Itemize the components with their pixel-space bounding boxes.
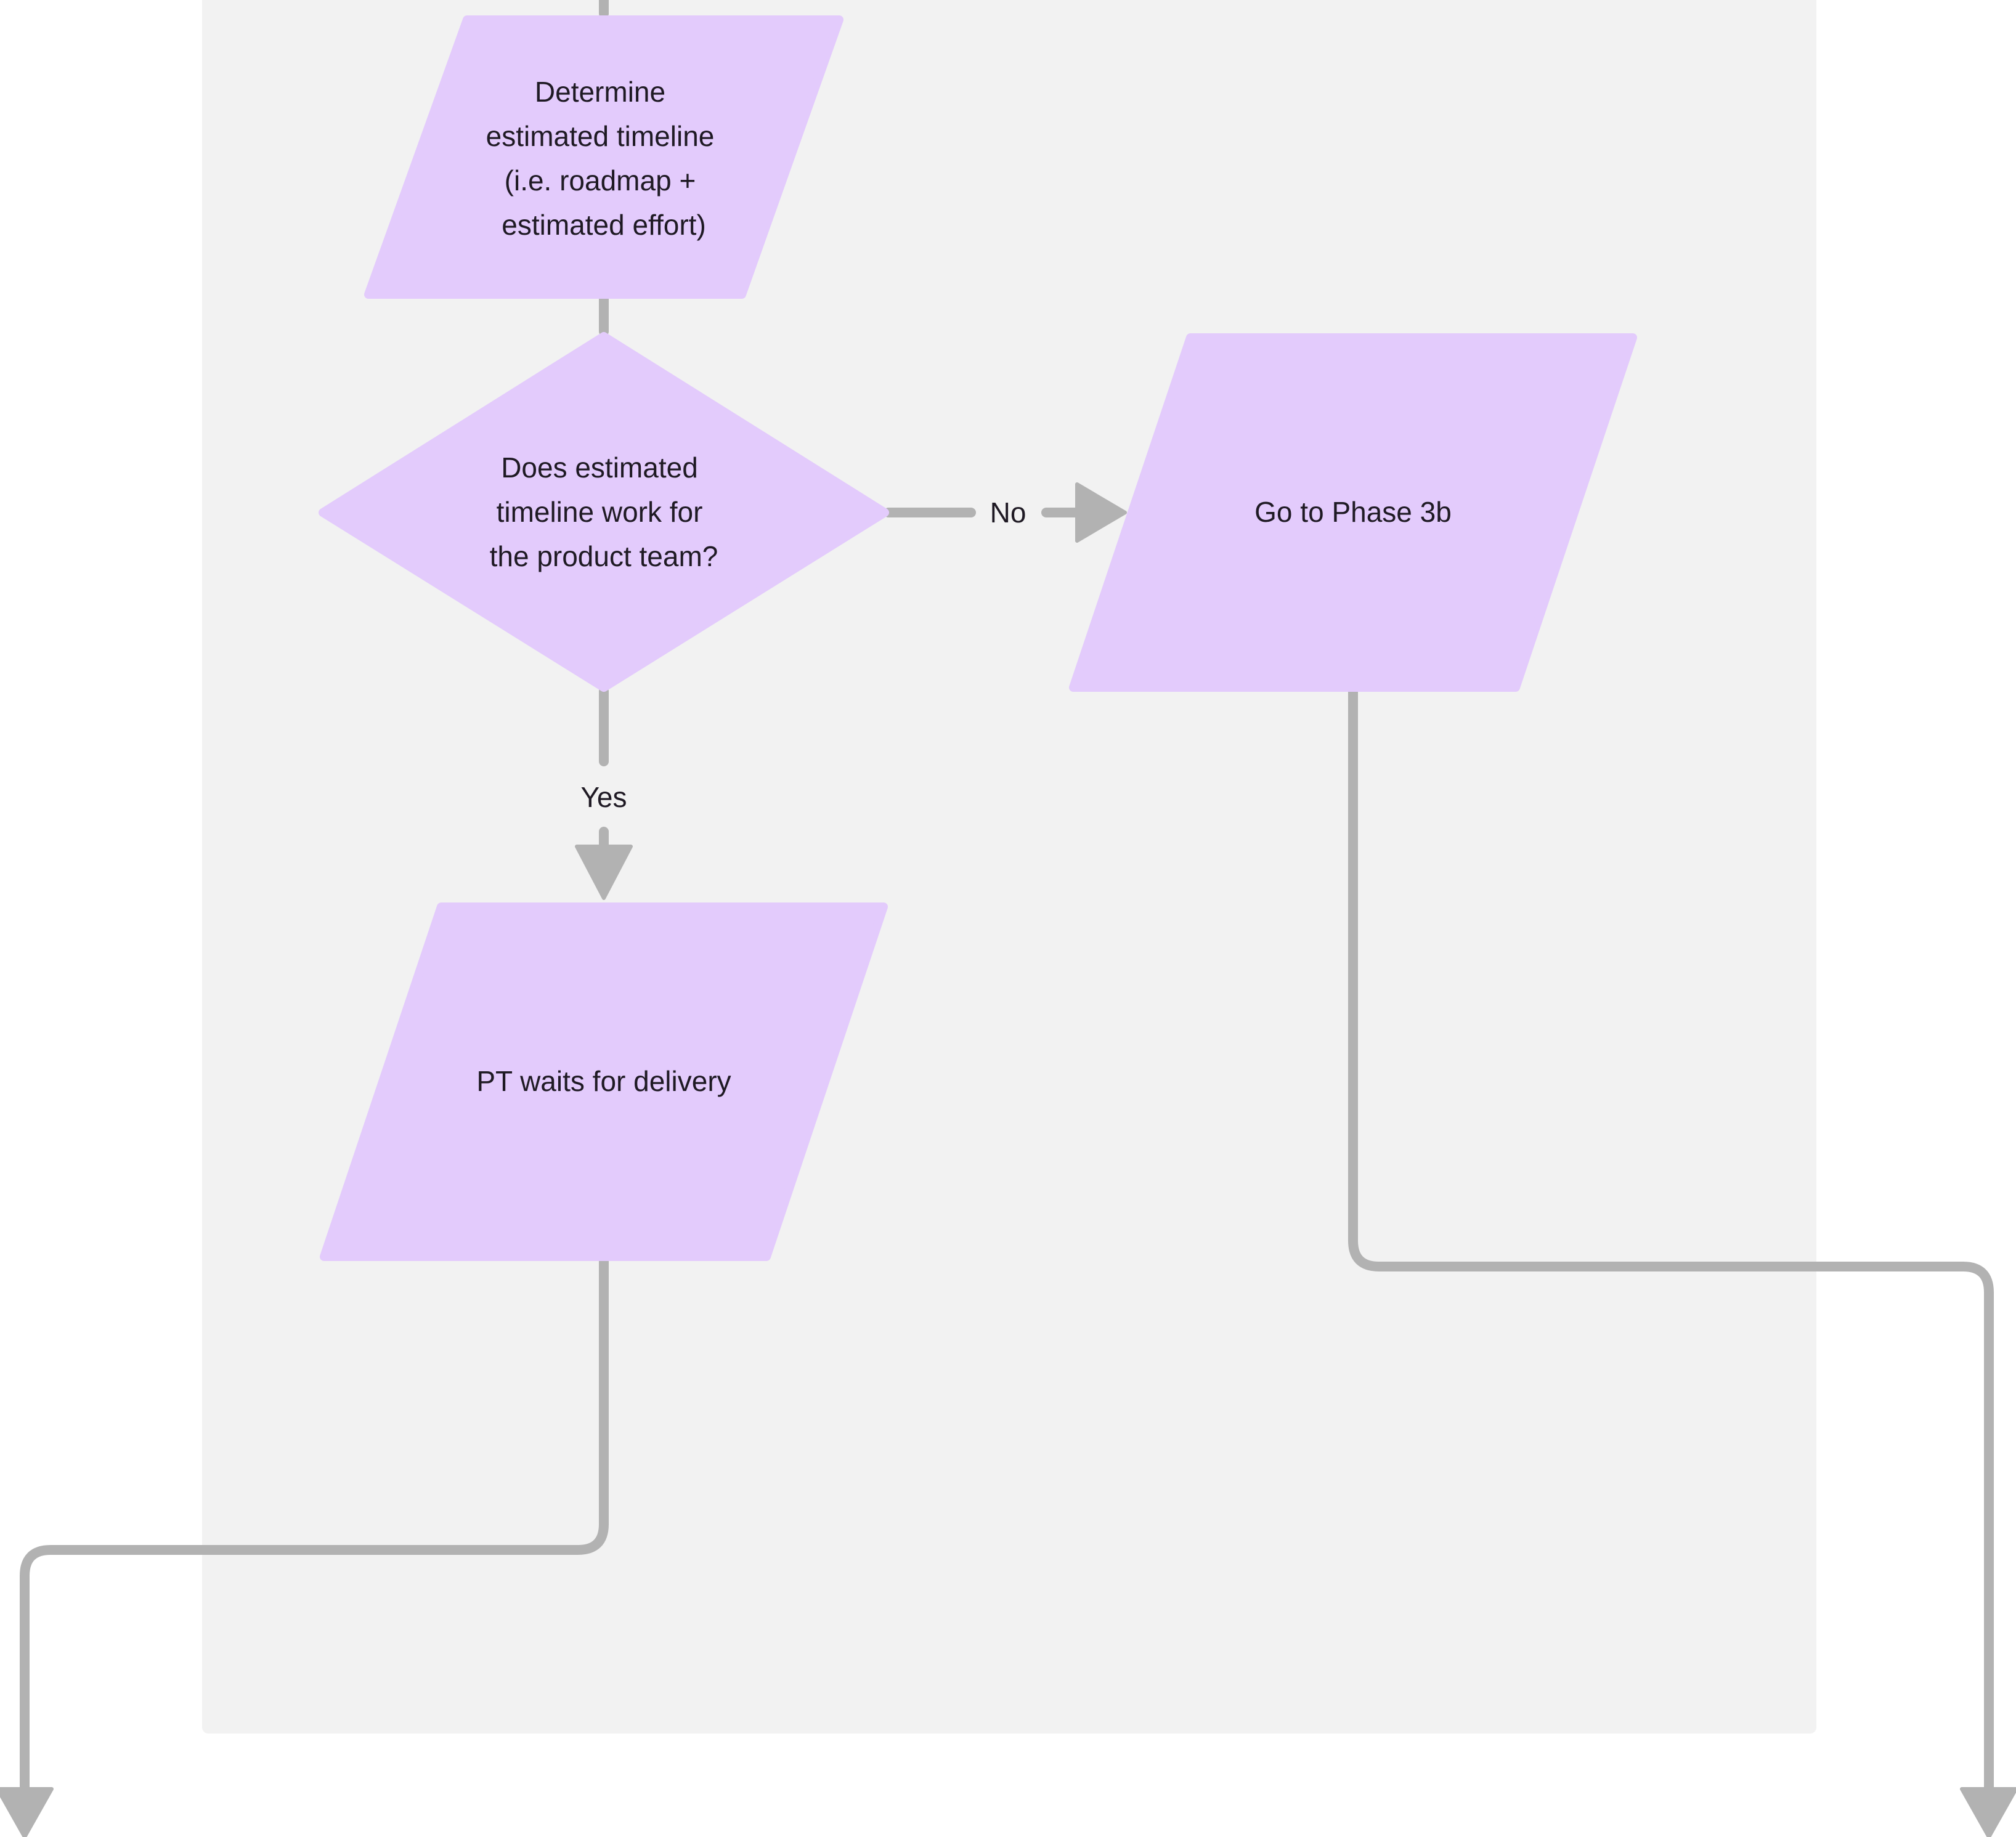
decision-diamond xyxy=(319,332,889,692)
determine-line-3: (i.e. roadmap + xyxy=(505,164,696,197)
arrowhead-left-bottom xyxy=(0,1787,54,1837)
edge-label-yes: Yes xyxy=(580,781,627,813)
arrowheads xyxy=(0,482,2016,1837)
connector-waits-out[interactable] xyxy=(20,1255,609,1803)
arrowhead-no xyxy=(1075,482,1127,543)
edge-label-no: No xyxy=(990,497,1026,529)
determine-line-1: Determine xyxy=(535,76,665,108)
determine-line-4: estimated effort) xyxy=(502,209,706,241)
node-decision[interactable]: Does estimated timeline work for the pro… xyxy=(319,332,889,692)
decision-line-2: timeline work for xyxy=(497,496,703,528)
node-pt-waits[interactable]: PT waits for delivery xyxy=(320,902,888,1261)
phase3b-label: Go to Phase 3b xyxy=(1254,496,1452,528)
arrowhead-yes xyxy=(575,845,633,900)
connectors xyxy=(20,0,1994,1803)
determine-shape xyxy=(364,15,843,299)
node-phase-3b[interactable]: Go to Phase 3b xyxy=(1069,333,1637,692)
arrowhead-right-bottom xyxy=(1960,1787,2016,1837)
connector-phase3b-out[interactable] xyxy=(1348,686,1994,1803)
waits-shape xyxy=(320,902,888,1261)
decision-line-3: the product team? xyxy=(490,540,718,572)
waits-label: PT waits for delivery xyxy=(476,1065,731,1097)
decision-line-1: Does estimated xyxy=(501,452,698,484)
determine-line-2: estimated timeline xyxy=(486,120,715,152)
phase3b-shape xyxy=(1069,333,1637,692)
node-determine-timeline[interactable]: Determine estimated timeline (i.e. roadm… xyxy=(364,15,843,299)
